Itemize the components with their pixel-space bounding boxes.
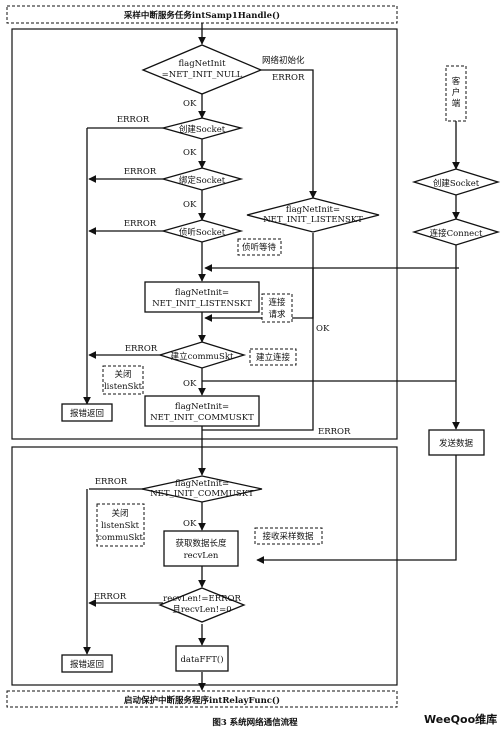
decision-flag-commu bbox=[141, 475, 263, 503]
build-commu-label: 建立commuSkt bbox=[171, 351, 234, 362]
error-bottom-line bbox=[202, 268, 314, 431]
flag-listen-box-line2: NET_INIT_LISTENSKT bbox=[152, 299, 252, 309]
close-listen-line2: listenSkt bbox=[104, 382, 143, 392]
connect-request-line1: 连接 bbox=[268, 297, 286, 308]
client-title-2: 户 bbox=[452, 87, 461, 98]
client-title-3: 端 bbox=[452, 98, 461, 109]
close-both-line3: commuSkt bbox=[97, 533, 143, 543]
report-return-box-2 bbox=[61, 654, 113, 673]
close-listen-line1: 关闭 bbox=[114, 369, 131, 380]
send-data-text: 发送数据 bbox=[439, 438, 474, 449]
close-both-note bbox=[96, 503, 145, 547]
receive-data-note bbox=[254, 527, 323, 545]
ok3-label: OK bbox=[183, 200, 197, 210]
decision-flag-listen bbox=[246, 197, 380, 233]
decision-flag-commu-line1: flagNetInit= bbox=[175, 479, 229, 489]
ok1-label: OK bbox=[183, 99, 197, 109]
error-create-label: ERROR bbox=[117, 115, 150, 125]
fft-box bbox=[175, 645, 229, 672]
error-listen-label: ERROR bbox=[124, 219, 157, 229]
fft-text: dataFFT() bbox=[180, 654, 223, 665]
flag-listen-box bbox=[144, 281, 260, 313]
decision-listen-socket bbox=[160, 219, 244, 243]
listen-socket-label: 侦听Socket bbox=[179, 227, 226, 238]
net-init-label: 网络初始化 bbox=[262, 55, 305, 66]
close-both-line1: 关闭 bbox=[111, 508, 128, 519]
footer-title: 启动保护中断服务程序intRelayFunc() bbox=[124, 695, 280, 706]
client-connect bbox=[411, 218, 501, 246]
decision-build-commu bbox=[157, 341, 247, 369]
bind-socket-label: 绑定Socket bbox=[179, 175, 226, 186]
connect-request-note bbox=[261, 293, 293, 323]
build-connect-note bbox=[249, 348, 297, 366]
flag-commu-box-line1: flagNetInit= bbox=[175, 402, 229, 412]
connect-request-line2: 请求 bbox=[268, 309, 286, 320]
figure-caption: 图3 系统网络通信流程 bbox=[212, 717, 298, 728]
decision-flag-commu-line2: NET_INIT_COMMUSKT bbox=[150, 489, 254, 499]
flag-commu-box bbox=[144, 395, 260, 427]
decision-flag-listen-line1: flagNetInit= bbox=[286, 205, 340, 215]
client-title-1: 客 bbox=[452, 76, 461, 87]
report-return-box-1 bbox=[61, 403, 113, 422]
decision-flag-null-line1: flagNetInit bbox=[178, 59, 226, 69]
ok4-label: OK bbox=[183, 379, 197, 389]
get-length-line1: 获取数据长度 bbox=[175, 538, 227, 549]
header-title: 采样中断服务任务intSamp1Handle() bbox=[123, 10, 280, 21]
close-both-line2: listenSkt bbox=[101, 521, 140, 531]
report-return-1-text: 报错返回 bbox=[70, 408, 104, 419]
client-note bbox=[445, 65, 467, 122]
get-length-box bbox=[163, 530, 239, 567]
receive-data-text: 接收采样数据 bbox=[262, 531, 314, 542]
decision-create-socket bbox=[160, 117, 244, 140]
arrow-send-to-receive bbox=[256, 455, 457, 564]
section1-frame bbox=[11, 28, 398, 440]
ok-section2-label: OK bbox=[183, 519, 197, 529]
flag-listen-box-line1: flagNetInit= bbox=[175, 288, 229, 298]
error-recv-label: ERROR bbox=[94, 592, 127, 602]
build-connect-text: 建立连接 bbox=[256, 352, 291, 363]
client-create-socket-text: 创建Socket bbox=[433, 178, 480, 189]
recv-decision-line2: 且recvLen!=0 bbox=[172, 605, 231, 615]
decision-flag-null-line2: =NET_INIT_NULL bbox=[162, 70, 243, 80]
send-data-box bbox=[428, 429, 485, 456]
create-socket-label: 创建Socket bbox=[179, 124, 226, 135]
ok2-label: OK bbox=[183, 148, 197, 158]
watermark-logo: WeeQoo维库 bbox=[424, 712, 497, 726]
get-length-line2: recvLen bbox=[184, 551, 219, 561]
error-build-label: ERROR bbox=[125, 344, 158, 354]
decision-recv bbox=[158, 587, 246, 623]
decision-flag-listen-line2: NET_INIT_LISTENSKT bbox=[263, 215, 363, 225]
report-return-2-text: 报错返回 bbox=[70, 659, 104, 670]
arrow-net-init-branch bbox=[261, 69, 317, 199]
decision-bind-socket bbox=[160, 167, 244, 191]
flag-commu-box-line2: NET_INIT_COMMUSKT bbox=[150, 413, 254, 423]
listen-wait-note bbox=[237, 238, 282, 256]
ok-right-label: OK bbox=[316, 324, 330, 334]
client-create-socket bbox=[411, 168, 501, 196]
error-right-label: ERROR bbox=[272, 73, 305, 83]
close-listen-note bbox=[102, 365, 144, 395]
recv-decision-line1: recvLen!=ERROR bbox=[163, 594, 241, 604]
client-connect-text: 连接Connect bbox=[430, 228, 483, 239]
error-bottom-label: ERROR bbox=[318, 427, 351, 437]
listen-wait-text: 侦听等待 bbox=[242, 242, 277, 253]
footer-box bbox=[6, 690, 398, 708]
decision-flag-null bbox=[141, 44, 263, 95]
error-bind-label: ERROR bbox=[124, 167, 157, 177]
error-top-label: ERROR bbox=[95, 477, 128, 487]
